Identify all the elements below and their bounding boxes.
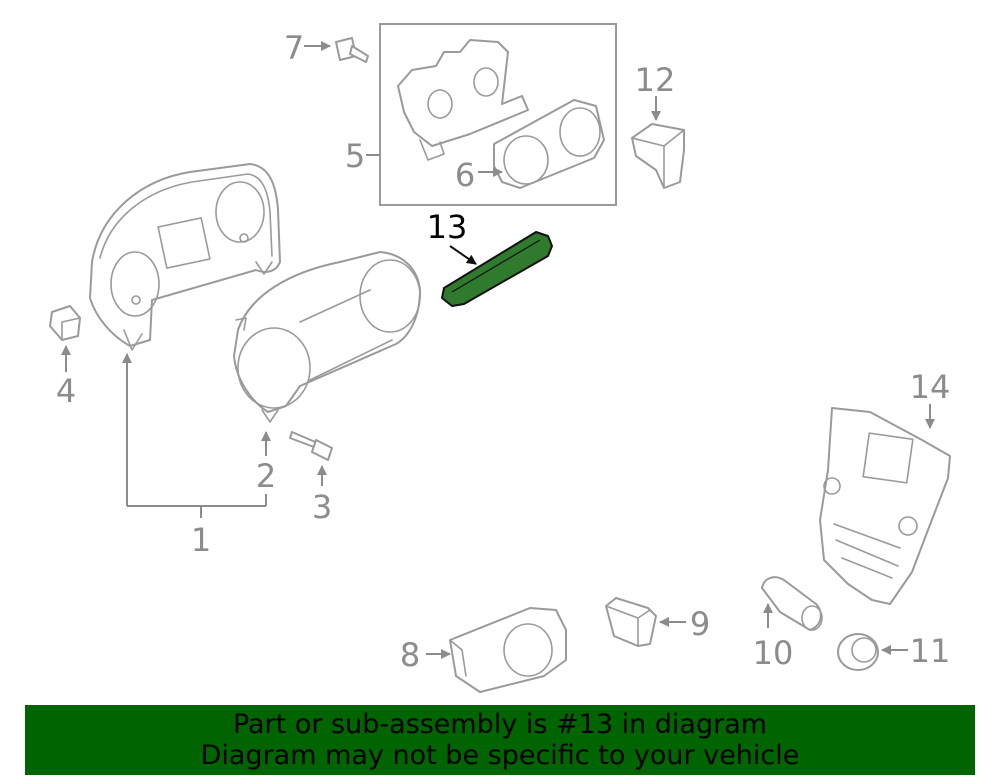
callout-8: 8 [400,636,420,674]
callout-14: 14 [910,368,951,406]
callout-11: 11 [910,632,951,670]
headlamp-switch-8[interactable] [449,607,567,693]
info-banner: Part or sub-assembly is #13 in diagram D… [25,705,975,775]
screw-7[interactable] [335,37,369,63]
callout-12: 12 [635,61,676,99]
callout-7: 7 [284,29,304,67]
callout-2: 2 [256,457,276,495]
center-stack-bezel-14[interactable] [819,407,951,605]
callout-1: 1 [191,521,211,559]
switch-panel-13[interactable] [441,231,553,307]
callout-6: 6 [455,156,475,194]
callout-10: 10 [753,634,794,672]
callout-9: 9 [690,605,710,643]
clip-4[interactable] [49,305,81,341]
instrument-cluster-front[interactable] [89,163,281,351]
callout-3: 3 [312,488,332,526]
cap-11[interactable] [837,633,879,671]
switch-9[interactable] [605,597,657,647]
switch-12[interactable] [631,123,685,189]
socket-10[interactable] [761,576,823,631]
callout-4: 4 [56,372,76,410]
banner-line-1: Part or sub-assembly is #13 in diagram [232,709,768,740]
bolt-3[interactable] [289,431,333,461]
banner-line-2: Diagram may not be specific to your vehi… [200,740,800,771]
callout-5: 5 [345,137,365,175]
callout-13: 13 [427,208,468,246]
callout-labels: 1 2 3 4 5 6 7 8 9 10 11 12 13 14 [56,29,951,674]
instrument-cluster-rear[interactable] [233,251,421,423]
climate-control-housing-5[interactable] [397,39,529,161]
leader-lines [61,41,935,659]
